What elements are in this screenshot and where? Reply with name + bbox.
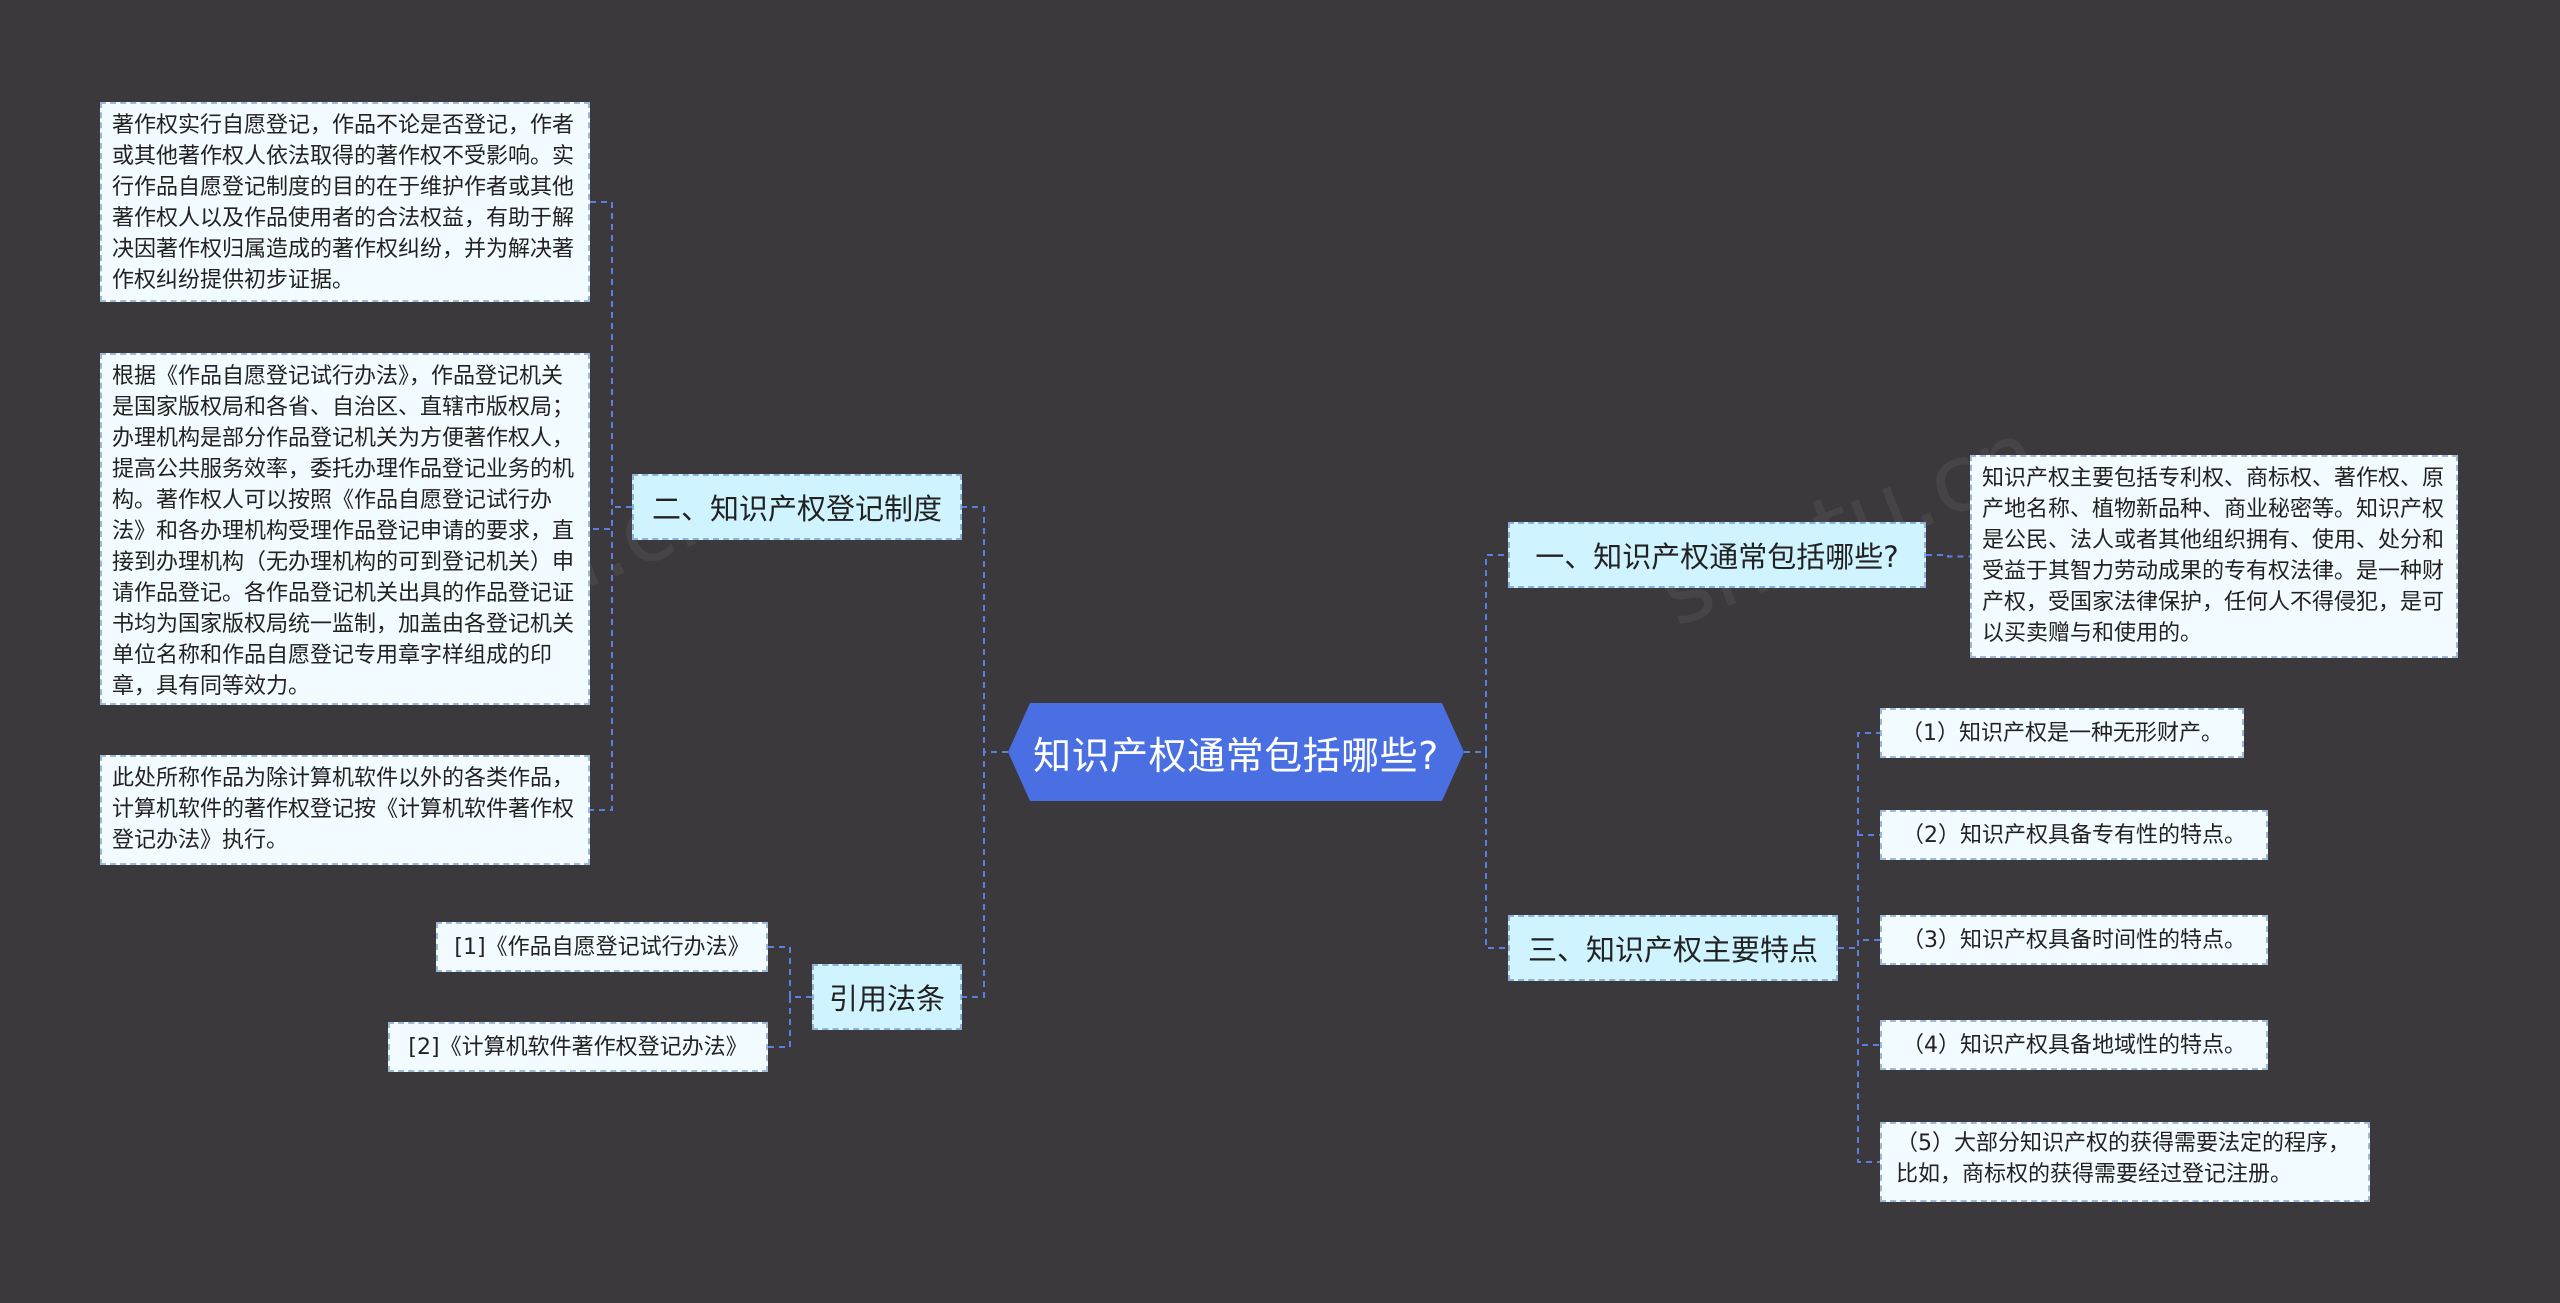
- leaf-cited-law-1[interactable]: [1]《作品自愿登记试行办法》: [436, 922, 768, 972]
- leaf-ip-definition[interactable]: 知识产权主要包括专利权、商标权、著作权、原产地名称、植物新品种、商业秘密等。知识…: [1970, 455, 2458, 658]
- leaf-exclusivity[interactable]: （2）知识产权具备专有性的特点。: [1880, 810, 2268, 860]
- leaf-timeliness[interactable]: （3）知识产权具备时间性的特点。: [1880, 915, 2268, 965]
- leaf-registration-authority[interactable]: 根据《作品自愿登记试行办法》，作品登记机关是国家版权局和各省、自治区、直辖市版权…: [100, 353, 590, 705]
- connector-b2_1: [590, 506, 632, 530]
- branch-cited-laws[interactable]: 引用法条: [812, 964, 962, 1030]
- connector-b4_0: [768, 946, 812, 998]
- leaf-territoriality[interactable]: （4）知识产权具备地域性的特点。: [1880, 1020, 2268, 1070]
- leaf-voluntary-registration[interactable]: 著作权实行自愿登记，作品不论是否登记，作者或其他著作权人依法取得的著作权不受影响…: [100, 102, 590, 302]
- connector-b3_2: [1838, 939, 1880, 949]
- connector-b4_1: [768, 996, 812, 1048]
- connector-b1: [1464, 554, 1508, 753]
- connector-b3_0: [1838, 732, 1880, 949]
- connector-b4: [962, 751, 1008, 998]
- connector-b3_4: [1838, 947, 1880, 1163]
- leaf-cited-law-2[interactable]: [2]《计算机软件著作权登记办法》: [388, 1022, 768, 1072]
- branch-ip-characteristics[interactable]: 三、知识产权主要特点: [1508, 915, 1838, 981]
- connector-b3_3: [1838, 947, 1880, 1046]
- branch-ip-types[interactable]: 一、知识产权通常包括哪些?: [1508, 522, 1926, 588]
- leaf-legal-procedure[interactable]: （5）大部分知识产权的获得需要法定的程序，比如，商标权的获得需要经过登记注册。: [1880, 1122, 2370, 1202]
- connector-b1_0: [1926, 554, 1970, 558]
- leaf-software-exception[interactable]: 此处所称作品为除计算机软件以外的各类作品，计算机软件的著作权登记按《计算机软件著…: [100, 755, 590, 865]
- leaf-intangible-property[interactable]: （1）知识产权是一种无形财产。: [1880, 708, 2244, 758]
- branch-ip-registration[interactable]: 二、知识产权登记制度: [632, 474, 962, 540]
- connector-b3: [1464, 751, 1508, 949]
- root-topic[interactable]: 知识产权通常包括哪些?: [1008, 703, 1464, 801]
- connector-b2_2: [590, 506, 632, 811]
- connector-b3_1: [1838, 834, 1880, 949]
- connector-b2: [962, 506, 1008, 753]
- connector-b2_0: [590, 201, 632, 508]
